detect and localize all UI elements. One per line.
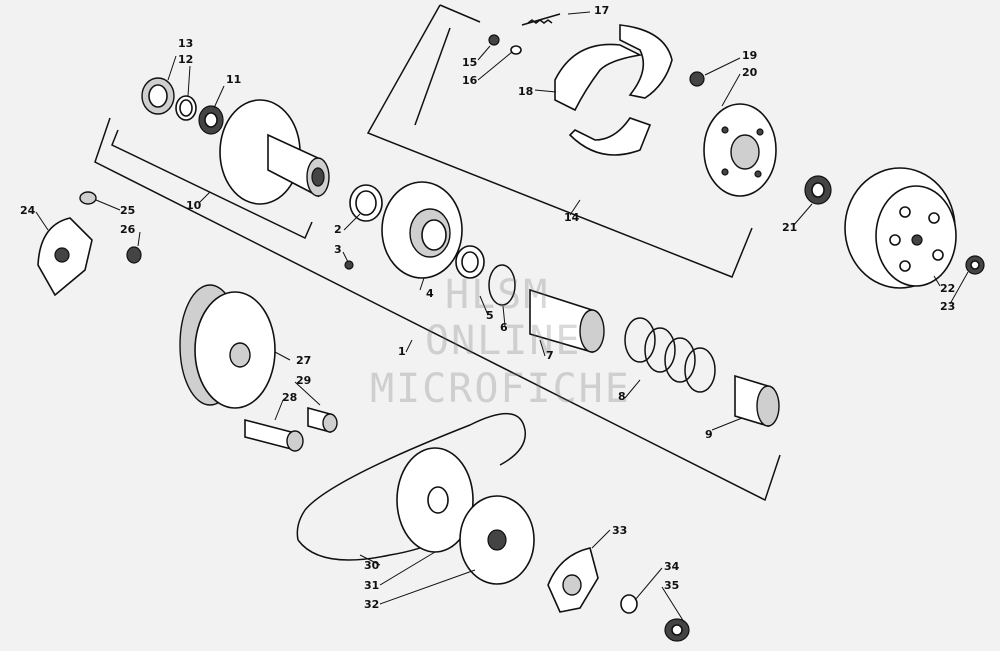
bracket-assembly-14 bbox=[366, 4, 753, 278]
o-ring-6 bbox=[488, 264, 516, 306]
bracket-assembly-10 bbox=[111, 129, 313, 240]
slider-25 bbox=[79, 191, 97, 205]
washer-34 bbox=[620, 594, 638, 614]
spring-8 bbox=[624, 317, 716, 393]
callout-15: 15 bbox=[462, 56, 478, 69]
callout-2: 2 bbox=[334, 223, 342, 236]
callout-27: 27 bbox=[296, 354, 312, 367]
bracket-assembly-14-inner-2 bbox=[414, 27, 451, 126]
spacer-2 bbox=[349, 184, 383, 222]
nut-15 bbox=[488, 34, 500, 46]
collar-7 bbox=[529, 288, 605, 354]
watermark-line1: HLSM bbox=[445, 272, 550, 318]
clutch-drum-22 bbox=[844, 167, 957, 289]
callout-29: 29 bbox=[296, 374, 312, 387]
watermark-line2: ONLINE bbox=[425, 318, 582, 364]
callout-8: 8 bbox=[618, 390, 626, 403]
pin-3 bbox=[344, 260, 354, 270]
callout-14: 14 bbox=[564, 211, 580, 224]
callout-12: 12 bbox=[178, 53, 194, 66]
nut-21 bbox=[804, 175, 832, 205]
callout-35: 35 bbox=[664, 579, 680, 592]
callout-13: 13 bbox=[178, 37, 194, 50]
callout-10: 10 bbox=[186, 199, 202, 212]
drive-face-10 bbox=[219, 99, 330, 205]
spring-17 bbox=[521, 13, 561, 26]
bracket-assembly-14-inner bbox=[439, 4, 481, 23]
needle-bearing-13 bbox=[141, 77, 175, 115]
nut-23 bbox=[965, 255, 985, 275]
bracket-assembly-1 bbox=[94, 117, 781, 502]
seal-5 bbox=[455, 245, 485, 279]
callout-24: 24 bbox=[20, 204, 36, 217]
callout-5: 5 bbox=[486, 309, 494, 322]
ramp-plate-24 bbox=[37, 217, 93, 297]
callout-7: 7 bbox=[546, 349, 554, 362]
ramp-plate-33 bbox=[547, 547, 599, 613]
callout-18: 18 bbox=[518, 85, 534, 98]
callout-34: 34 bbox=[664, 560, 680, 573]
clutch-shoes-18 bbox=[554, 24, 673, 156]
fan-32 bbox=[459, 495, 535, 585]
callout-1: 1 bbox=[398, 345, 406, 358]
sleeve-28 bbox=[244, 418, 304, 452]
callout-17: 17 bbox=[594, 4, 610, 17]
callout-11: 11 bbox=[226, 73, 242, 86]
nut-35 bbox=[664, 618, 690, 642]
callout-31: 31 bbox=[364, 579, 380, 592]
callout-19: 19 bbox=[742, 49, 758, 62]
callout-32: 32 bbox=[364, 598, 380, 611]
sleeve-29 bbox=[307, 406, 338, 434]
nut-19 bbox=[689, 71, 705, 87]
washer-16 bbox=[510, 45, 522, 55]
callout-4: 4 bbox=[426, 287, 434, 300]
driven-face-4 bbox=[381, 181, 463, 279]
drive-plate-20 bbox=[703, 103, 777, 197]
callout-16: 16 bbox=[462, 74, 478, 87]
callout-30: 30 bbox=[364, 559, 380, 572]
callout-20: 20 bbox=[742, 66, 758, 79]
callout-25: 25 bbox=[120, 204, 136, 217]
sprocket-31 bbox=[396, 447, 474, 553]
callout-3: 3 bbox=[334, 243, 342, 256]
sheave-27 bbox=[179, 284, 276, 409]
ball-bearing-11 bbox=[198, 105, 224, 135]
roller-26 bbox=[126, 246, 142, 264]
watermark-line3: MICROFICHE bbox=[370, 366, 631, 412]
spring-seat-9 bbox=[734, 374, 780, 428]
callout-21: 21 bbox=[782, 221, 798, 234]
callout-33: 33 bbox=[612, 524, 628, 537]
callout-26: 26 bbox=[120, 223, 136, 236]
callout-6: 6 bbox=[500, 321, 508, 334]
leader-lines bbox=[35, 11, 969, 623]
callout-23: 23 bbox=[940, 300, 956, 313]
callout-22: 22 bbox=[940, 282, 956, 295]
callout-9: 9 bbox=[705, 428, 713, 441]
callout-28: 28 bbox=[282, 391, 298, 404]
seal-ring-12 bbox=[175, 95, 197, 121]
